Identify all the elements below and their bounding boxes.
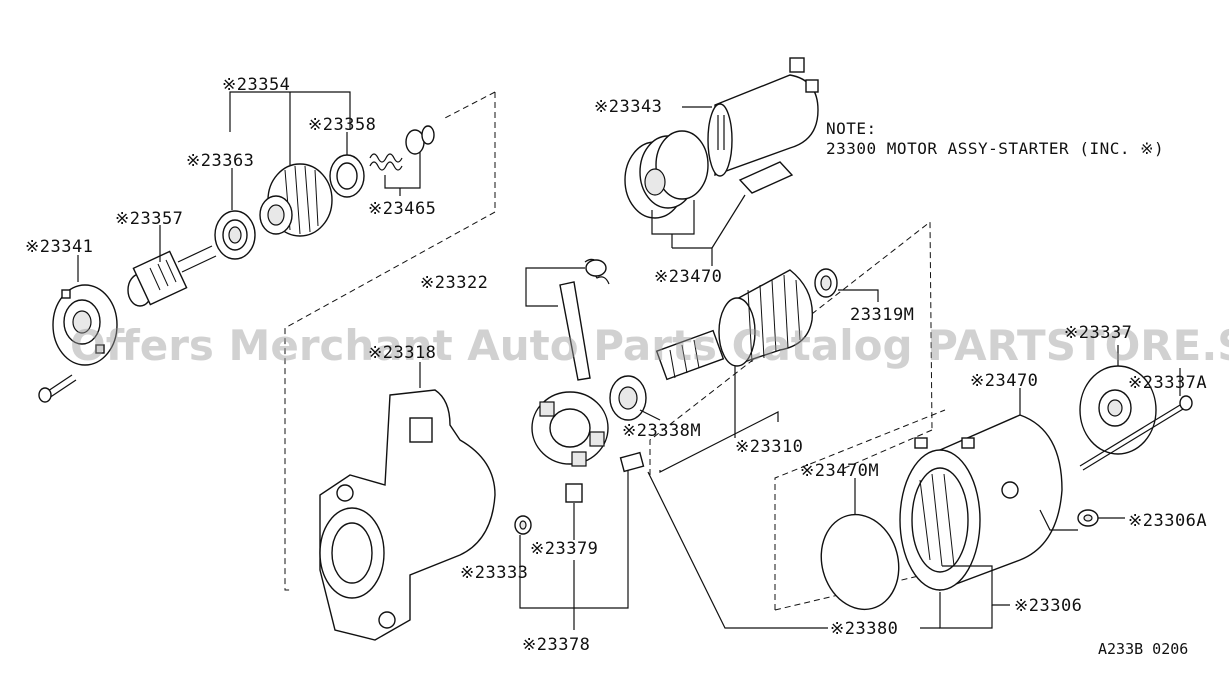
part-23380-brush[interactable] [619, 451, 645, 473]
part-bolt-23341[interactable] [38, 374, 77, 403]
part-23470M-seal[interactable] [811, 506, 909, 618]
part-23358-bearing[interactable] [329, 154, 365, 198]
part-23357-pinion-shaft[interactable] [127, 245, 217, 307]
label-23465[interactable]: ※23465 [368, 199, 436, 219]
watermark-text: Offers Merchant Auto Parts Catalog PARTS… [70, 321, 1229, 370]
part-23379-brush[interactable] [565, 483, 583, 503]
assembly-note: NOTE: 23300 MOTOR ASSY-STARTER (INC. ※) [826, 119, 1164, 158]
diagram-code: A233B 0206 [1098, 640, 1188, 658]
part-23343-solenoid[interactable] [707, 57, 819, 177]
label-23322[interactable]: ※23322 [420, 273, 488, 293]
label-23470-right[interactable]: ※23470 [970, 371, 1038, 391]
label-23319M[interactable]: 23319M [850, 305, 914, 325]
part-23363-bearing[interactable] [214, 210, 256, 260]
label-23357[interactable]: ※23357 [115, 209, 183, 229]
note-text: 23300 MOTOR ASSY-STARTER (INC. ※) [826, 139, 1164, 158]
part-solenoid-seal-ring[interactable] [624, 130, 709, 219]
label-23470M[interactable]: ※23470M [800, 461, 879, 481]
part-23337A-through-bolt[interactable] [1079, 395, 1193, 471]
label-23310[interactable]: ※23310 [735, 437, 803, 457]
label-23379[interactable]: ※23379 [530, 539, 598, 559]
part-23318-gear-case[interactable] [319, 389, 496, 641]
label-23358[interactable]: ※23358 [308, 115, 376, 135]
part-23306-yoke[interactable] [899, 414, 1063, 592]
label-23338M[interactable]: ※23338M [622, 421, 701, 441]
part-23354-clutch-gear[interactable] [259, 163, 333, 237]
part-23470-plate[interactable] [738, 161, 794, 194]
part-23338M-bearing[interactable] [609, 375, 647, 421]
leader-lines [77, 91, 1181, 630]
part-23322-shift-lever[interactable] [559, 258, 610, 381]
label-23306[interactable]: ※23306 [1014, 596, 1082, 616]
label-23343[interactable]: ※23343 [594, 97, 662, 117]
part-23341-gear-case-cover[interactable] [52, 284, 118, 366]
label-23306A[interactable]: ※23306A [1128, 511, 1207, 531]
label-23378[interactable]: ※23378 [522, 635, 590, 655]
label-23337[interactable]: ※23337 [1064, 323, 1132, 343]
label-23380[interactable]: ※23380 [830, 619, 898, 639]
part-23310-armature[interactable] [655, 269, 814, 381]
part-labels: ※23354 ※23358 ※23363 ※23465 ※23357 ※2334… [25, 75, 1207, 655]
label-23363[interactable]: ※23363 [186, 151, 254, 171]
note-heading: NOTE: [826, 119, 877, 138]
label-23318[interactable]: ※23318 [368, 343, 436, 363]
label-23337A[interactable]: ※23337A [1128, 373, 1207, 393]
part-23465-spring-set[interactable] [369, 125, 435, 171]
part-23333-nut[interactable] [514, 515, 532, 535]
part-23319M-bearing[interactable] [814, 268, 838, 298]
label-23333[interactable]: ※23333 [460, 563, 528, 583]
part-23337-rear-cover[interactable] [1079, 365, 1157, 455]
part-23306A-screw[interactable] [1077, 509, 1099, 527]
label-23341[interactable]: ※23341 [25, 237, 93, 257]
part-brush-holder[interactable] [531, 391, 609, 467]
label-23470-top[interactable]: ※23470 [654, 267, 722, 287]
label-23354[interactable]: ※23354 [222, 75, 290, 95]
